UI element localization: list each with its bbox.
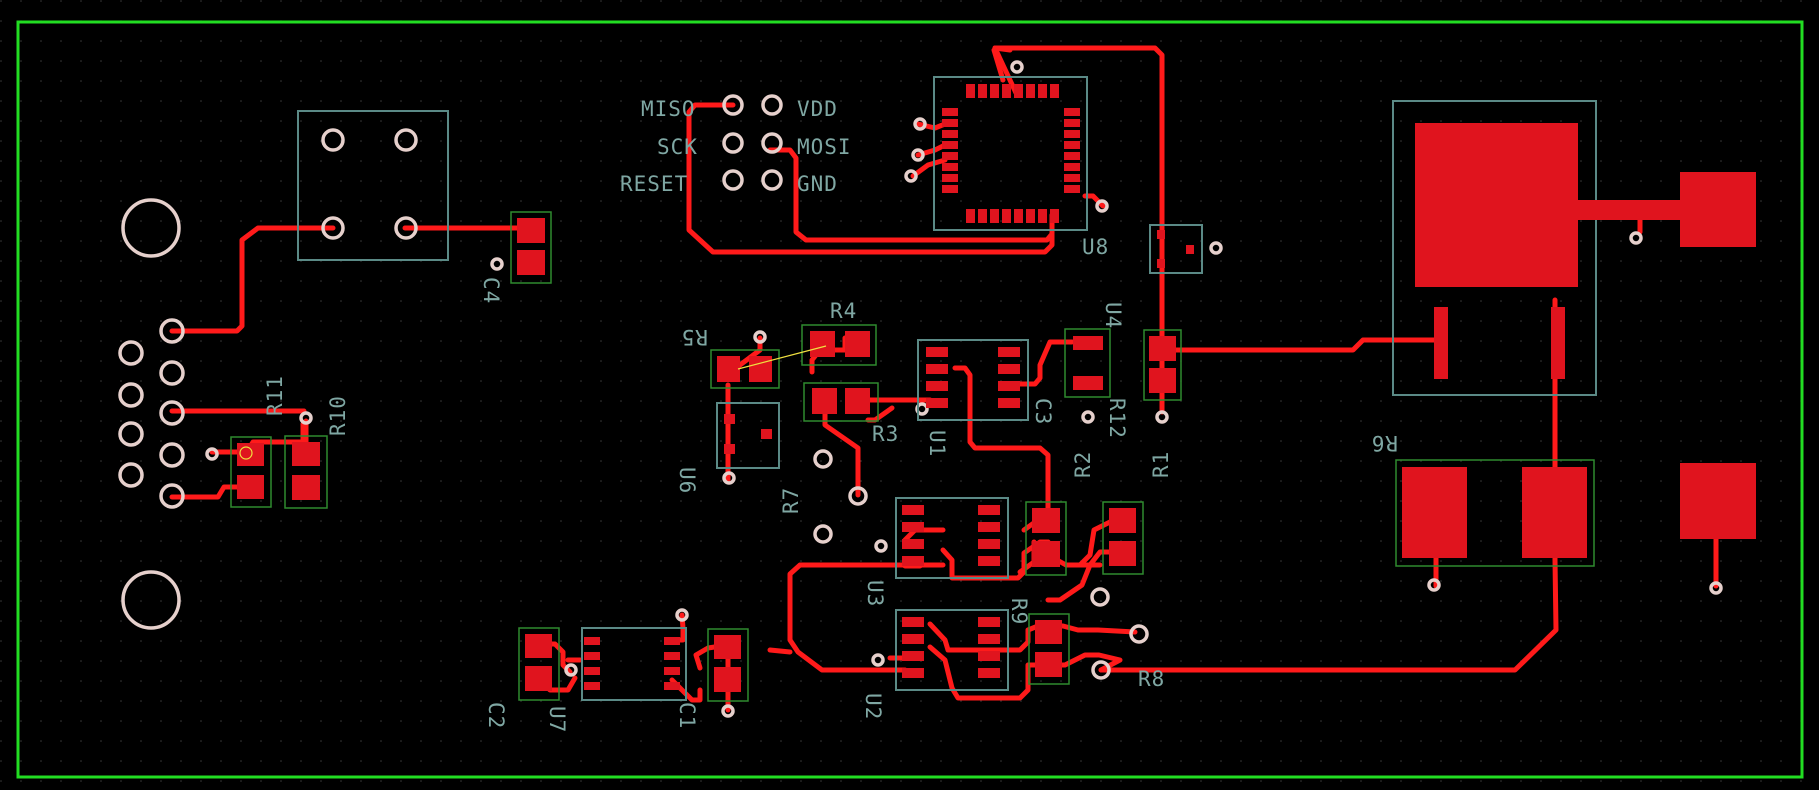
label-u4: U4 [1101,302,1125,329]
u7-outline [581,627,687,701]
header-label-miso: MISO [641,97,696,121]
u8-pads [942,84,1080,223]
mounting-hole-bottom [121,570,181,630]
via-layer [118,60,1723,718]
switch-outline [297,110,449,261]
u4-outline [1149,224,1203,274]
c4-pad-1 [517,218,545,243]
label-r1: R1 [1149,451,1173,478]
mounting-hole-top [121,198,181,258]
rf-module-outline [1392,100,1597,396]
label-r10: R10 [326,395,350,436]
label-u3: U3 [863,580,887,607]
header-label-gnd: GND [797,172,838,196]
header-label-vdd: VDD [797,97,838,121]
header-label-reset: RESET [620,172,688,196]
label-r5: R5 [681,325,708,349]
label-r12: R12 [1105,398,1129,439]
label-r8: R8 [1138,667,1165,691]
u2-outline [895,609,1009,691]
u1-outline [917,339,1029,421]
label-r2: R2 [1071,451,1095,478]
label-u7: U7 [545,706,569,733]
pad-layer [230,84,1756,702]
label-u6: U6 [675,467,699,494]
label-r7: R7 [779,487,803,514]
label-c3: C3 [1031,398,1055,425]
c4-pad-2 [517,250,545,275]
label-r11: R11 [263,375,287,416]
r6-pad-1 [1402,467,1467,558]
u6-outline [716,402,780,469]
header-label-sck: SCK [657,135,698,159]
trace-layer [169,45,1719,713]
silkscreen-outlines [297,76,1597,701]
label-u2: U2 [861,693,885,720]
label-r6: R6 [1371,431,1398,455]
silkscreen-labels: MISO VDD SCK MOSI RESET GND U8 R4 R5 R3 … [263,97,1398,733]
r6-pad-2 [1522,467,1587,558]
label-u8: U8 [1082,235,1109,259]
board-outline [16,20,1804,779]
r12-pad-1 [1149,336,1176,361]
header-label-mosi: MOSI [797,135,852,159]
label-c2: C2 [484,702,508,729]
u8-outline [933,76,1088,231]
label-c4: C4 [479,277,503,304]
rf-module-pad [1415,123,1578,287]
label-c1: C1 [675,702,699,729]
label-r3: R3 [872,422,899,446]
u3-outline [895,497,1009,579]
label-r9: R9 [1007,598,1031,625]
label-r4: R4 [830,299,857,323]
r12-pad-2 [1149,368,1176,393]
antenna-pad-top [1680,172,1756,247]
antenna-pad-bottom [1680,463,1756,539]
label-u1: U1 [925,430,949,457]
